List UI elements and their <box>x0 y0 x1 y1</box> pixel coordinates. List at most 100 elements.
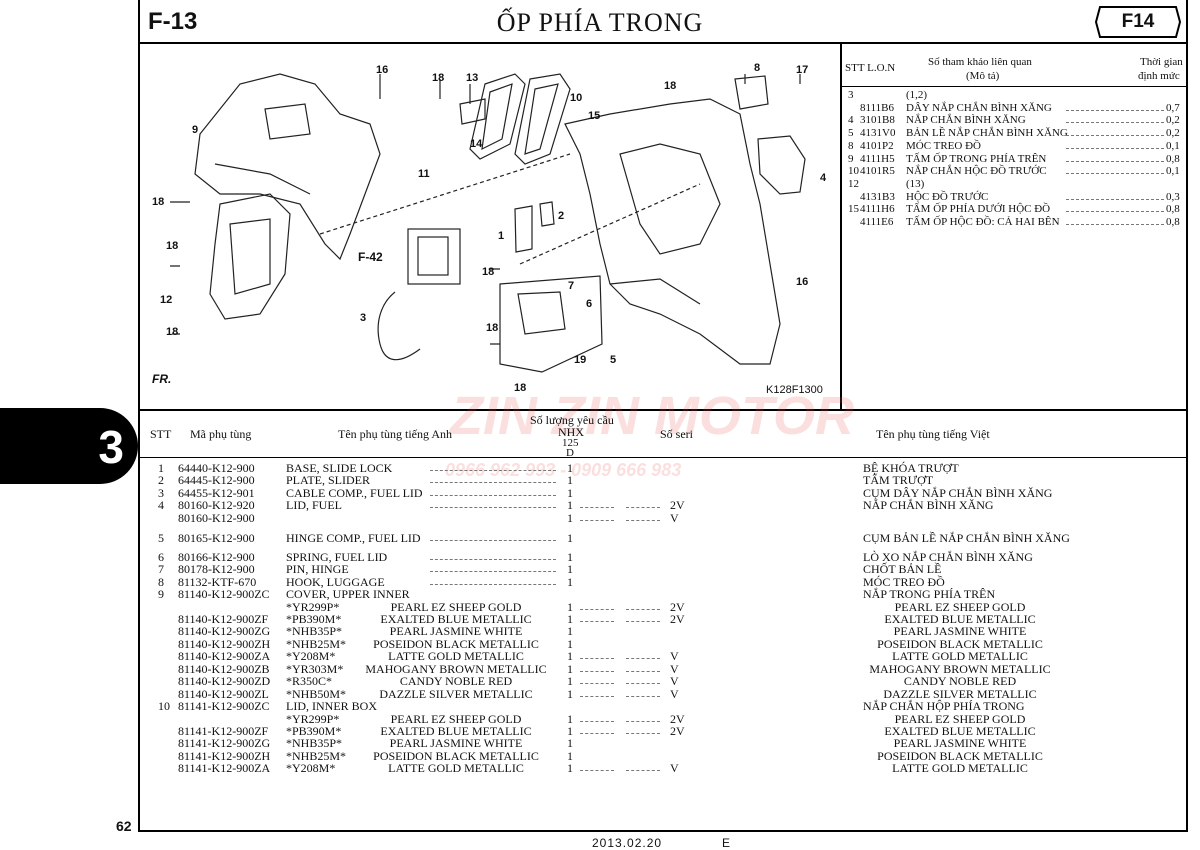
parts-header-qty: Số lượng yêu cầu <box>530 413 614 427</box>
parts-diagram: 16 18 13 10 8 17 9 14 11 15 18 4 18 2 1 … <box>140 44 838 408</box>
part-row-qty: 1 <box>567 531 573 546</box>
leader-dots <box>1066 160 1164 162</box>
part-row-stt: 3 <box>158 485 164 500</box>
part-row-name-vi: POSEIDON BLACK METALLIC <box>877 636 1043 651</box>
leader-dots <box>626 683 660 685</box>
part-row-name-vi: BỆ KHÓA TRƯỢT <box>863 461 959 475</box>
diagram-code: K128F1300 <box>766 384 823 396</box>
parts-header-name-vi: Tên phụ tùng tiếng Việt <box>876 427 990 441</box>
part-row-name-en: HINGE COMP., FUEL LID <box>286 531 421 546</box>
part-row-color-code: *YR299P* <box>286 599 340 614</box>
leader-dots <box>626 620 660 622</box>
lon-header-divider <box>840 86 1188 87</box>
lon-row-code: 4101P2 <box>860 139 894 152</box>
callout-18f: 18 <box>486 322 499 334</box>
lon-row-stt: 3 <box>848 89 854 101</box>
badge-label: F14 <box>1121 11 1155 32</box>
inner-box-shape <box>209 193 291 320</box>
callout-4: 4 <box>820 172 827 184</box>
leader-dots <box>1066 122 1164 124</box>
lid-frame-14-shape <box>469 73 526 160</box>
part-row-color-code: *PB390M* <box>286 724 342 738</box>
callout-9: 9 <box>192 124 199 136</box>
part-row-color-code: *R350C* <box>286 674 333 689</box>
lon-row-stt: 15 <box>848 203 859 216</box>
leader-dots <box>626 695 660 697</box>
leader-dots <box>580 695 614 697</box>
part-row-qty: 1 <box>567 485 573 500</box>
part-row-color-code: *NHB50M* <box>286 686 347 701</box>
leader-dots <box>580 683 614 685</box>
part-row-qty: 1 <box>567 761 573 776</box>
part-row-name-vi: EXALTED BLUE METALLIC <box>884 724 1036 738</box>
part-row-stt: 8 <box>158 574 164 589</box>
parts-header-type: D <box>566 447 574 459</box>
part-row-name-vi: TẤM TRƯỢT <box>863 473 934 488</box>
leader-dots <box>430 507 556 509</box>
lon-row-name: (1,2) <box>906 89 928 101</box>
lon-row-code: 4111H6 <box>860 203 895 216</box>
part-row-color-code: *YR303M* <box>286 661 344 676</box>
leader-dots <box>580 507 614 509</box>
leader-dots <box>626 670 660 672</box>
lon-header-time1: Thời gian <box>1140 56 1183 68</box>
leader-dots <box>626 658 660 660</box>
lon-row-code: 3101B8 <box>860 114 895 127</box>
leader-dots <box>626 507 660 509</box>
part-row-color-name: EXALTED BLUE METALLIC <box>380 611 532 626</box>
part-row-color-code: *Y208M* <box>286 649 336 664</box>
part-row-qty: 1 <box>567 461 573 475</box>
part-row-color-code: *NHB35P* <box>286 624 343 639</box>
callout-16: 16 <box>376 64 389 76</box>
part-row-color-code: *Y208M* <box>286 761 336 776</box>
callout-2: 2 <box>558 210 565 222</box>
section-badge: F14 <box>1094 6 1182 38</box>
callout-11: 11 <box>418 168 430 180</box>
leader-dots <box>580 720 614 722</box>
part-row-number: 81132-KTF-670 <box>178 574 257 589</box>
badge-shape-icon <box>1094 6 1182 38</box>
header-divider <box>138 42 1188 44</box>
lon-row-time: 0,1 <box>1166 139 1180 152</box>
part-row-color-code: *YR299P* <box>286 711 340 726</box>
diagram-divider <box>138 409 1188 411</box>
part-row-name-vi: EXALTED BLUE METALLIC <box>884 611 1036 626</box>
part-row-serial: V <box>670 674 679 689</box>
part-row-serial: 2V <box>670 711 685 726</box>
upper-inner-cover-shape <box>194 73 381 261</box>
leader-dots <box>626 519 660 521</box>
diagram-drawing <box>170 73 806 373</box>
front-direction-label: FR. <box>152 372 172 386</box>
part-row-name-vi: CỤM DÂY NẮP CHẮN BÌNH XĂNG <box>863 485 1053 500</box>
print-date: 2013.02.20 <box>592 836 663 850</box>
part-row-name-vi: PEARL JASMINE WHITE <box>893 736 1027 751</box>
leader-dots <box>1066 173 1164 175</box>
lon-row-stt: 9 <box>848 152 854 165</box>
callout-19: 19 <box>574 354 587 366</box>
callout-14: 14 <box>470 138 483 150</box>
fuel-cable-shape <box>377 291 421 361</box>
part-row-number: 81141-K12-900ZF <box>178 724 269 738</box>
leader-dots <box>626 770 660 772</box>
part-row-name-vi: CANDY NOBLE RED <box>903 674 1017 689</box>
leader-dots <box>430 482 556 484</box>
part-row-color-name: PEARL EZ SHEEP GOLD <box>390 711 522 726</box>
part-row-color-name: EXALTED BLUE METALLIC <box>380 724 532 738</box>
part-row-name-vi: NẮP CHẮN HỘP PHÍA TRONG <box>863 699 1025 714</box>
part-row-color-name: LATTE GOLD METALLIC <box>388 649 524 664</box>
page-title: ỐP PHÍA TRONG <box>496 8 704 37</box>
leader-dots <box>430 558 556 560</box>
lon-row-time: 0,2 <box>1166 114 1180 127</box>
lon-row-name: NẮP CHẮN HỘC ĐỒ TRƯỚC <box>906 165 1047 178</box>
callout-18d: 18 <box>166 240 179 252</box>
part-row-stt: 10 <box>158 699 170 714</box>
part-row-stt: 6 <box>158 549 164 564</box>
part-row-name-en: HOOK, LUGGAGE <box>286 574 385 589</box>
callout-18e: 18 <box>482 266 495 278</box>
leader-dots <box>430 583 556 585</box>
callout-10: 10 <box>570 92 583 104</box>
lon-row-code: 8111B6 <box>860 101 895 114</box>
lon-row-code: 4131V0 <box>860 127 896 140</box>
leader-dots <box>626 733 660 734</box>
parts-header-model: NHX <box>558 425 584 439</box>
